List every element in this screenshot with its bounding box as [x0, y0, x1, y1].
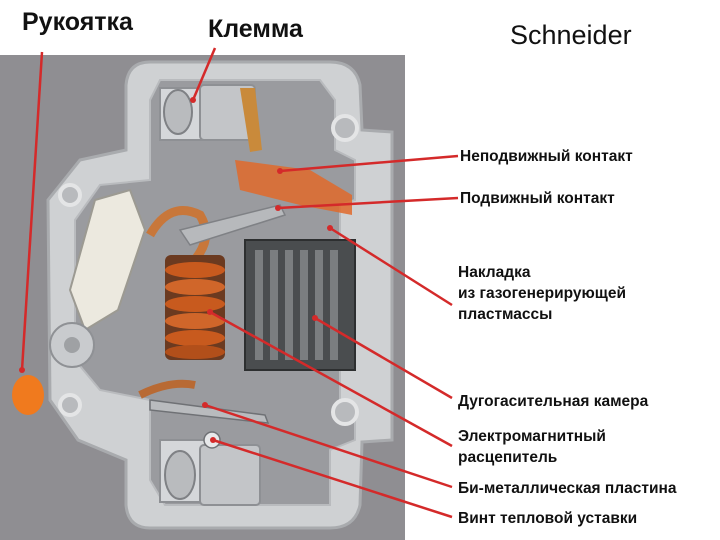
mounting-hole-left [58, 183, 82, 207]
gas-plate-line-1: Накладка [458, 264, 531, 281]
pointer-arc-chamber [314, 316, 453, 400]
top-terminal [159, 84, 262, 152]
pointer-gas-plate [329, 226, 453, 307]
fixed-contact-label: Неподвижный контакт [460, 148, 633, 165]
em-release-line-1: Электромагнитный [458, 428, 606, 445]
pointer-terminal [191, 47, 217, 101]
bottom-terminal [159, 431, 261, 506]
arc-chamber-label: Дугогасительная камера [458, 393, 649, 410]
moving-contact-label: Подвижный контакт [460, 190, 615, 207]
gas-plate-line-3: пластмассы [458, 306, 553, 323]
copper-braid-upper [146, 206, 211, 269]
copper-braid-lower [138, 379, 196, 399]
pointer-fixed-contact [279, 154, 459, 173]
pointer-moving-contact [277, 196, 459, 210]
em-release-label: Электромагнитный расцепитель [458, 426, 606, 468]
callout-lines [20, 47, 459, 519]
mounting-hole-bottom-left [58, 393, 82, 417]
brand-label: Schneider [510, 20, 632, 50]
handle-label: Рукоятка [22, 8, 133, 36]
mounting-hole-top [331, 114, 359, 142]
pointer-bimetal [204, 403, 453, 489]
moving-contact-arm [178, 204, 287, 246]
pointer-thermal-screw [212, 438, 453, 519]
callout-dots [19, 97, 333, 443]
gas-plate [235, 160, 352, 215]
em-release-line-2: расцепитель [458, 449, 558, 466]
handle-tip [12, 375, 44, 415]
handle-lever [49, 188, 147, 368]
electromagnetic-coil [165, 255, 225, 360]
arc-chute [244, 239, 356, 371]
pointer-em-release [209, 310, 453, 448]
gas-plate-label: Накладка из газогенерирующей пластмассы [458, 262, 626, 325]
bimetal-label: Би-металлическая пластина [458, 480, 677, 497]
gas-plate-line-2: из газогенерирующей [458, 285, 626, 302]
pointer-handle [20, 51, 44, 371]
terminal-label: Клемма [208, 15, 303, 43]
thermal-screw-label: Винт тепловой уставки [458, 510, 638, 527]
mounting-hole-bottom-right [331, 398, 359, 426]
